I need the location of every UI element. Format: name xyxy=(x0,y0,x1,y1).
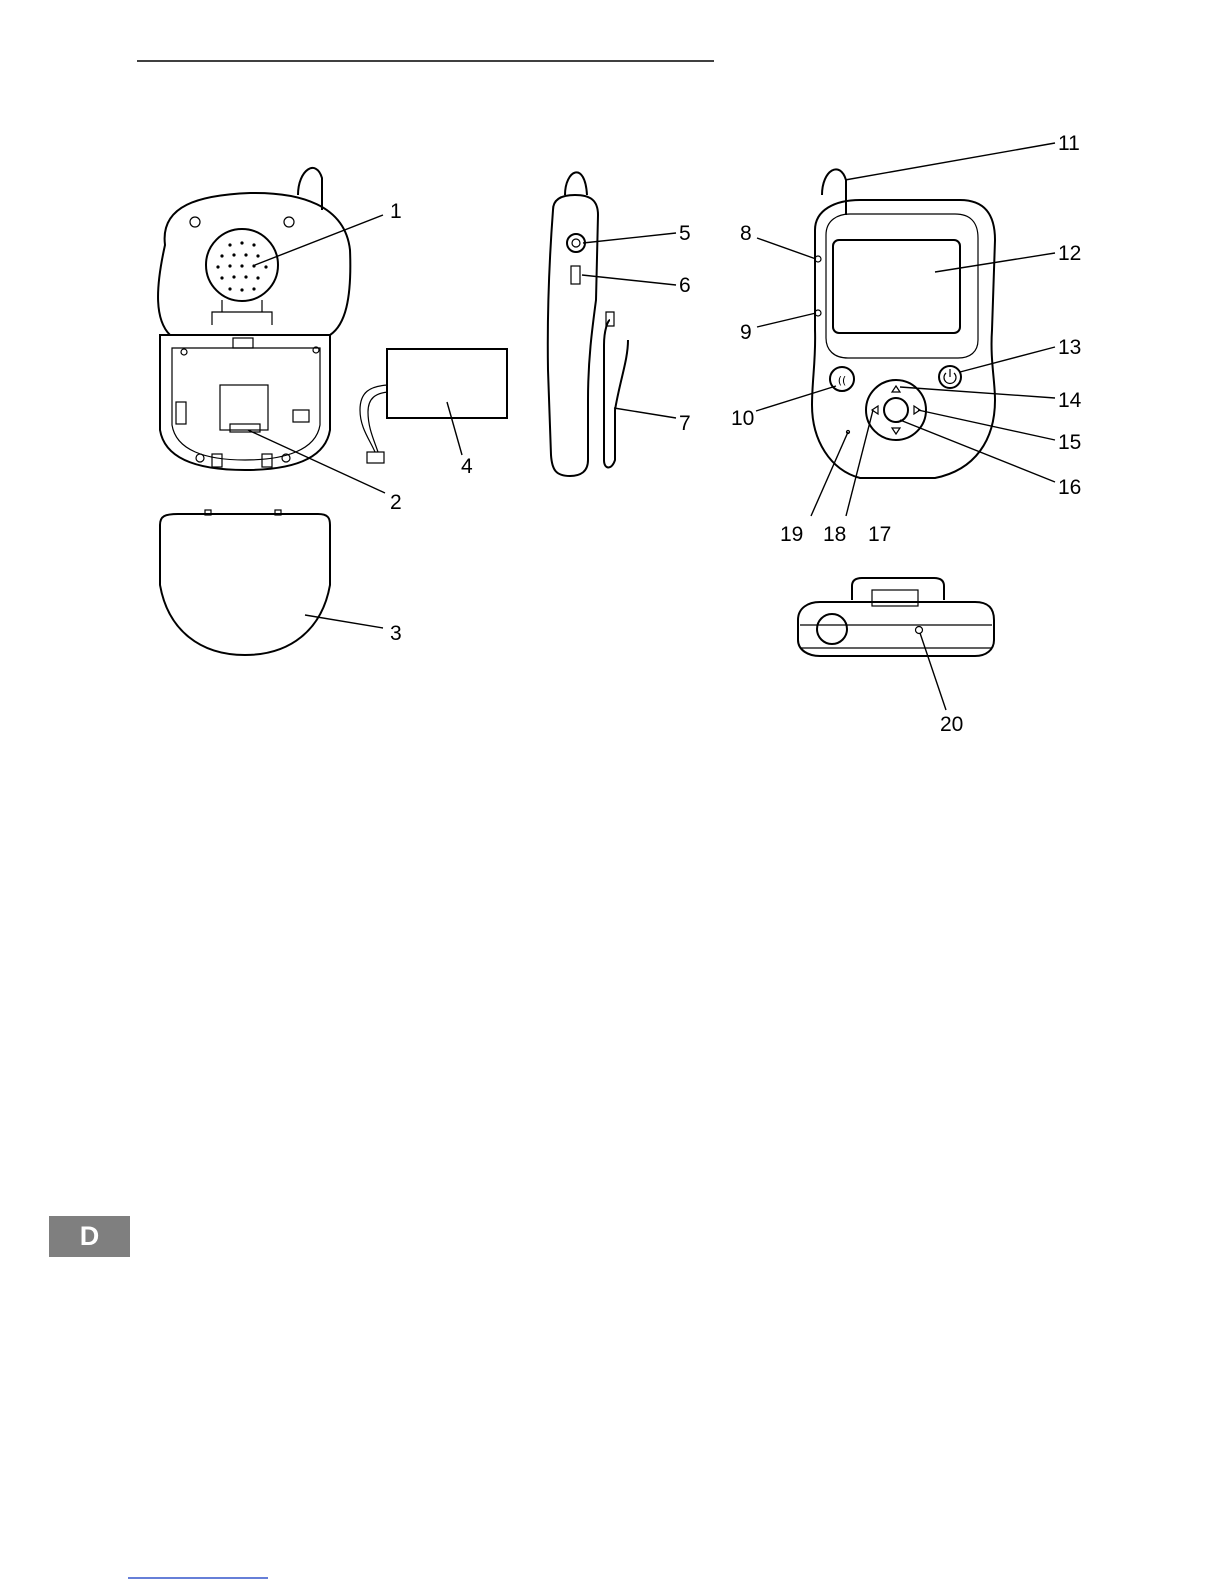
callout-11: 11 xyxy=(1058,132,1080,155)
back-view-handset xyxy=(158,168,350,470)
callout-13: 13 xyxy=(1058,336,1081,359)
callout-19: 19 xyxy=(780,523,803,546)
callout-5: 5 xyxy=(679,222,691,245)
callout-7: 7 xyxy=(679,412,691,435)
front-view-handset: (( xyxy=(812,169,995,478)
callout-17: 17 xyxy=(868,523,891,546)
top-view-dial xyxy=(817,614,847,644)
callout-10: 10 xyxy=(731,407,754,430)
callout-12: 12 xyxy=(1058,242,1081,265)
language-badge: D xyxy=(49,1216,130,1257)
lcd-screen xyxy=(833,240,960,333)
belt-clip xyxy=(604,320,628,468)
navigation-pad xyxy=(866,380,926,440)
callout-15: 15 xyxy=(1058,431,1081,454)
side-view-handset xyxy=(548,172,628,476)
callout-numbers: 1 2 3 4 5 6 7 8 9 10 11 12 13 14 15 16 1… xyxy=(390,132,1082,736)
callout-20: 20 xyxy=(940,713,963,736)
top-view-handset xyxy=(798,578,994,656)
callout-14: 14 xyxy=(1058,389,1082,412)
svg-text:((: (( xyxy=(838,374,847,387)
speaker-holes xyxy=(216,241,267,291)
headphone-jack xyxy=(567,234,585,252)
microphone-hole xyxy=(916,627,923,634)
ok-button xyxy=(884,398,908,422)
callout-9: 9 xyxy=(740,321,752,344)
callout-8: 8 xyxy=(740,222,752,245)
callout-18: 18 xyxy=(823,523,846,546)
callout-1: 1 xyxy=(390,200,402,223)
callout-16: 16 xyxy=(1058,476,1081,499)
callout-2: 2 xyxy=(390,491,402,514)
usb-port xyxy=(571,266,580,284)
callout-6: 6 xyxy=(679,274,691,297)
callout-4: 4 xyxy=(461,455,473,478)
battery-pack xyxy=(360,349,507,463)
callout-3: 3 xyxy=(390,622,402,645)
battery-cover xyxy=(160,514,330,655)
